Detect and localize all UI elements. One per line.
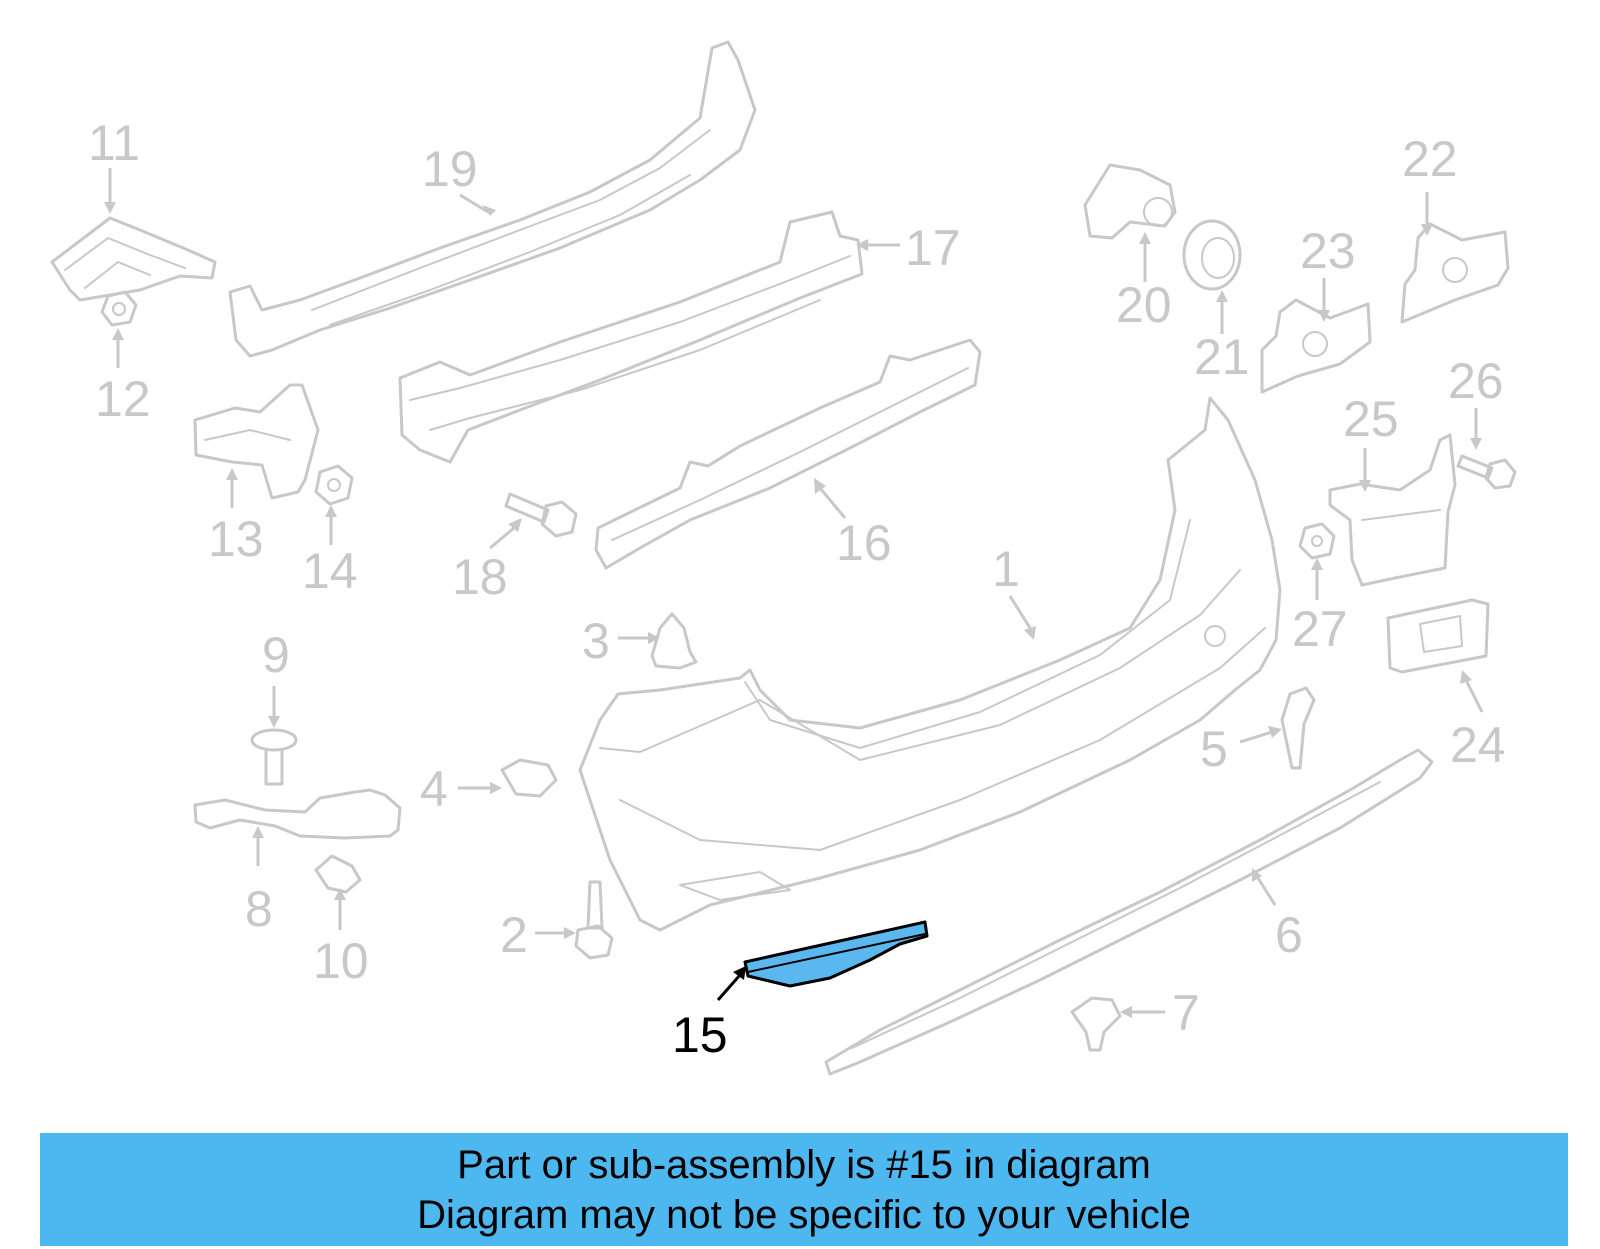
part-7-clip: [1070, 996, 1122, 1052]
callout-6: 6: [1275, 907, 1303, 963]
part-21-grommet: [1182, 219, 1242, 291]
callout-22: 22: [1402, 131, 1458, 187]
callout-15-arrow: [716, 966, 746, 1001]
callout-24: 24: [1450, 717, 1506, 773]
callout-13: 13: [208, 511, 264, 567]
callout-26: 26: [1448, 353, 1504, 409]
callout-4: 4: [420, 761, 448, 817]
part-26-bolt: [1456, 454, 1517, 490]
callout-7: 7: [1172, 985, 1200, 1041]
callout-25: 25: [1343, 391, 1399, 447]
part-2-bolt: [574, 880, 614, 960]
part-12-nut: [100, 290, 138, 327]
callout-11: 11: [88, 115, 140, 171]
banner-line-1: Part or sub-assembly is #15 in diagram: [457, 1142, 1151, 1187]
part-18-bolt: [504, 492, 578, 538]
callout-17: 17: [905, 220, 961, 276]
part-17-reinforcement: [398, 210, 864, 464]
part-8-bracket: [193, 788, 402, 840]
part-13-bracket: [193, 383, 320, 500]
callout-arrows: [104, 168, 1484, 1018]
part-20-sensor: [1083, 163, 1177, 240]
part-15-highlighted[interactable]: [743, 920, 929, 988]
part-22-holder: [1400, 222, 1510, 324]
callout-5: 5: [1200, 721, 1228, 777]
callout-9: 9: [262, 627, 290, 683]
callout-12: 12: [95, 371, 151, 427]
part-11-bracket: [50, 216, 217, 302]
callout-8: 8: [245, 881, 273, 937]
callout-labels: 11 12 19 17 16 18 13 14 20 21 22 23 25 2…: [88, 115, 1506, 1063]
callout-19: 19: [422, 141, 478, 197]
callout-23: 23: [1300, 223, 1356, 279]
part-25-bracket: [1328, 433, 1457, 587]
part-9-screw: [250, 728, 298, 786]
part-24-module: [1386, 598, 1490, 674]
part-27-nut: [1298, 522, 1336, 560]
part-23-holder: [1260, 298, 1372, 394]
callout-21: 21: [1194, 329, 1250, 385]
callout-15: 15: [672, 1007, 728, 1063]
part-4-clip: [500, 758, 558, 798]
part-10-clip: [314, 854, 362, 894]
callout-2: 2: [500, 907, 528, 963]
part-6-lower-trim: [824, 748, 1434, 1076]
callout-18: 18: [452, 549, 508, 605]
part-19-absorber: [228, 40, 757, 358]
callout-1: 1: [992, 541, 1020, 597]
part-3-clip: [650, 612, 698, 670]
info-banner: Part or sub-assembly is #15 in diagram D…: [40, 1133, 1568, 1246]
part-5-cap: [1280, 686, 1316, 770]
banner-line-2: Diagram may not be specific to your vehi…: [417, 1192, 1191, 1237]
callout-10: 10: [313, 933, 369, 989]
callout-27: 27: [1292, 601, 1348, 657]
callout-14: 14: [302, 543, 358, 599]
part-1-bumper-cover: [578, 396, 1282, 932]
callout-3: 3: [582, 613, 610, 669]
part-16-absorber: [594, 338, 982, 570]
callout-20: 20: [1116, 277, 1172, 333]
callout-16: 16: [836, 515, 892, 571]
part-14-nut: [314, 464, 354, 506]
